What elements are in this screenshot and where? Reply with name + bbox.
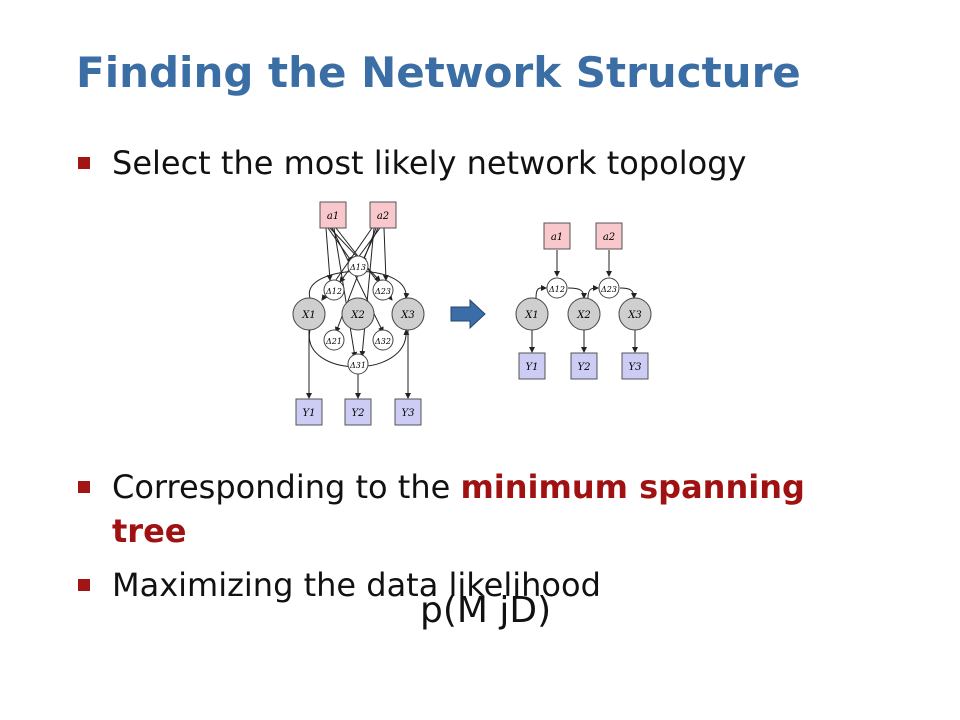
node-X1: [292, 297, 326, 331]
node-X2: [341, 297, 375, 331]
node-Y2: [344, 398, 372, 426]
tree-node-a2: [595, 222, 623, 250]
tree-node-Y2: [570, 352, 598, 380]
network-structure-diagram: a1 a2 Δ13 Δ12 Δ23 X1 X2 X3 Δ21 Δ32 Δ31 Y…: [292, 201, 652, 426]
tree-node-X3: [618, 297, 652, 331]
tree-node-X1: [515, 297, 549, 331]
tree-label-X3: X3: [627, 310, 641, 321]
label-X2: X2: [350, 310, 364, 321]
tree-label-delta12: Δ12: [548, 285, 565, 294]
tree-node-Y1: [518, 352, 546, 380]
node-delta13: [347, 255, 369, 277]
node-a1: [319, 201, 347, 229]
node-Y1: [295, 398, 323, 426]
tree-label-a2: a2: [603, 232, 615, 243]
label-delta31: Δ31: [349, 361, 366, 370]
mst-highlight: minimum spanning: [460, 468, 805, 506]
tree-label-delta23: Δ23: [600, 285, 617, 294]
label-Y3: Y3: [402, 408, 415, 419]
label-Y1: Y1: [303, 408, 316, 419]
bullet-text: Corresponding to the: [112, 468, 461, 506]
node-X3: [391, 297, 425, 331]
mst-highlight-line2: tree: [112, 512, 187, 550]
node-delta12: [323, 279, 345, 301]
node-delta32: [372, 329, 394, 351]
bullet-square-icon: [78, 157, 90, 169]
label-X1: X1: [301, 310, 315, 321]
tree-node-delta23: [598, 277, 620, 299]
label-delta21: Δ21: [325, 337, 342, 346]
bullet-text: Maximizing the data likelihood: [112, 566, 601, 604]
label-Y2: Y2: [352, 408, 365, 419]
tree-label-X2: X2: [576, 310, 590, 321]
node-a2: [369, 201, 397, 229]
tree-graph: [529, 250, 638, 353]
likelihood-formula: p(M jD): [420, 590, 552, 631]
label-delta13: Δ13: [349, 263, 366, 272]
node-Y3: [394, 398, 422, 426]
label-delta12: Δ12: [325, 287, 342, 296]
tree-label-Y2: Y2: [578, 362, 591, 373]
slide-title: Finding the Network Structure: [76, 48, 801, 97]
tree-node-Y3: [621, 352, 649, 380]
label-delta32: Δ32: [374, 337, 391, 346]
label-delta23: Δ23: [374, 287, 391, 296]
bullet-text: Select the most likely network topology: [112, 144, 747, 182]
transform-arrow-icon: [450, 298, 486, 330]
label-a2: a2: [377, 211, 389, 222]
tree-label-Y1: Y1: [526, 362, 539, 373]
tree-label-X1: X1: [524, 310, 538, 321]
bullet-square-icon: [78, 481, 90, 493]
tree-label-Y3: Y3: [629, 362, 642, 373]
tree-node-X2: [567, 297, 601, 331]
label-X3: X3: [400, 310, 414, 321]
node-delta23: [372, 279, 394, 301]
label-a1: a1: [327, 211, 339, 222]
node-delta31: [347, 353, 369, 375]
tree-node-delta12: [546, 277, 568, 299]
tree-node-a1: [543, 222, 571, 250]
node-delta21: [323, 329, 345, 351]
bullet-square-icon: [78, 579, 90, 591]
tree-label-a1: a1: [551, 232, 563, 243]
